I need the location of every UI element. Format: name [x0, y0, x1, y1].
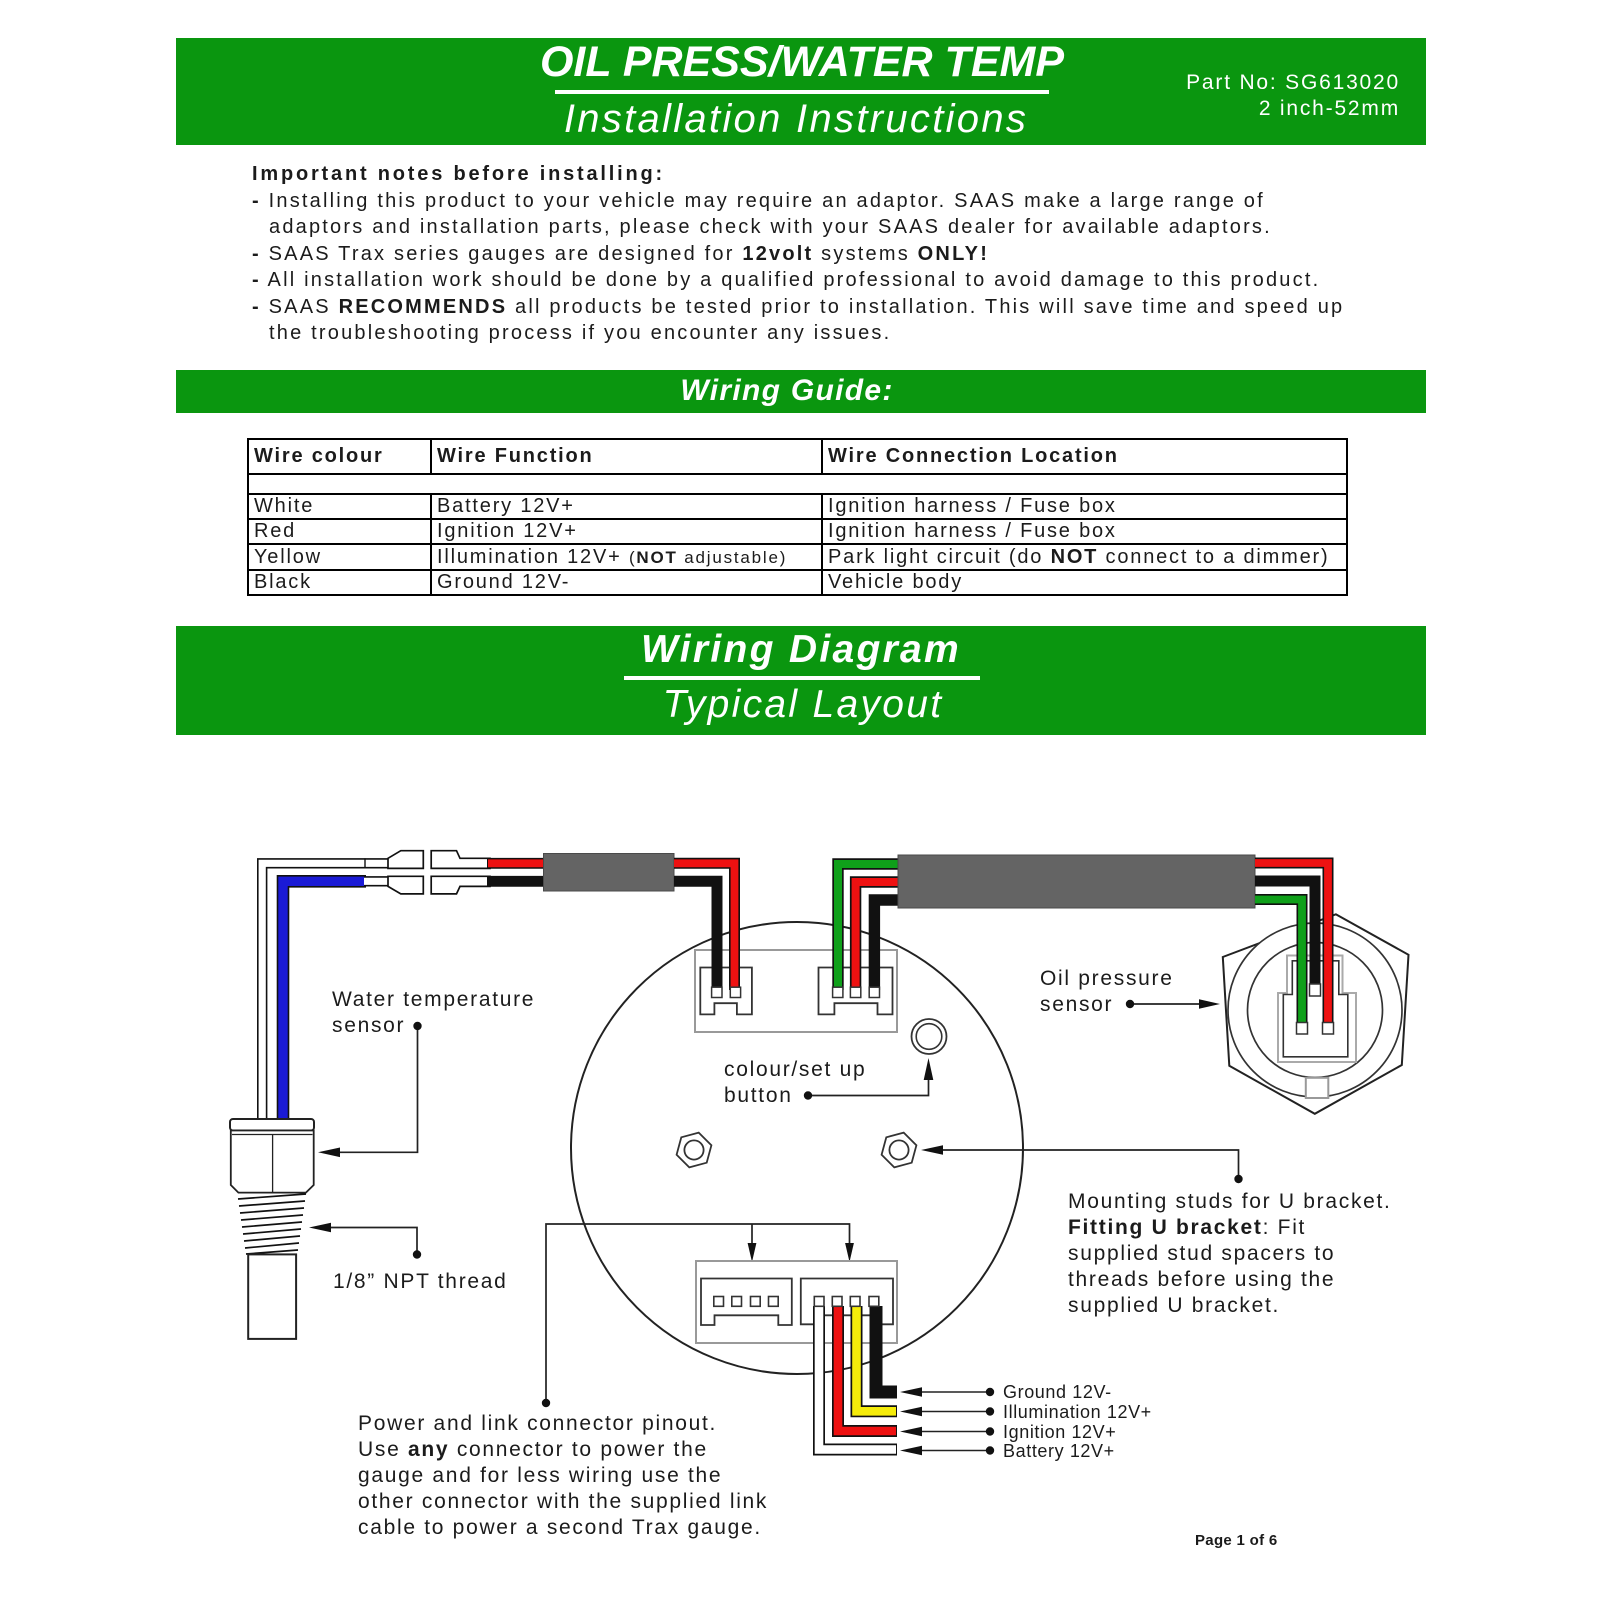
svg-text:Battery 12V+: Battery 12V+ [1003, 1441, 1115, 1461]
svg-text:threads before using the: threads before using the [1068, 1268, 1335, 1291]
svg-text:button: button [724, 1084, 793, 1107]
svg-text:supplied stud spacers to: supplied stud spacers to [1068, 1242, 1335, 1265]
svg-text:sensor: sensor [332, 1014, 405, 1037]
svg-text:Use any connector to power the: Use any connector to power the [358, 1438, 708, 1461]
svg-text:Water temperature: Water temperature [332, 988, 535, 1011]
svg-text:Oil pressure: Oil pressure [1040, 967, 1174, 990]
svg-text:supplied U bracket.: supplied U bracket. [1068, 1294, 1280, 1317]
svg-text:sensor: sensor [1040, 993, 1113, 1016]
svg-text:colour/set up: colour/set up [724, 1058, 866, 1081]
svg-text:gauge and for less wiring use: gauge and for less wiring use the [358, 1464, 722, 1487]
svg-text:Mounting studs for U bracket.: Mounting studs for U bracket. [1068, 1190, 1392, 1213]
svg-text:Illumination 12V+: Illumination 12V+ [1003, 1402, 1152, 1422]
svg-text:Ground 12V-: Ground 12V- [1003, 1382, 1112, 1402]
svg-text:1/8” NPT thread: 1/8” NPT thread [333, 1270, 508, 1293]
svg-text:Ignition 12V+: Ignition 12V+ [1003, 1422, 1116, 1442]
svg-text:cable to power a second Trax g: cable to power a second Trax gauge. [358, 1516, 762, 1539]
svg-text:Page 1 of 6: Page 1 of 6 [1195, 1532, 1278, 1549]
svg-text:other connector with the suppl: other connector with the supplied link [358, 1490, 768, 1513]
svg-text:Fitting U bracket: Fit: Fitting U bracket: Fit [1068, 1216, 1306, 1239]
svg-text:Power and link connector pinou: Power and link connector pinout. [358, 1412, 717, 1435]
